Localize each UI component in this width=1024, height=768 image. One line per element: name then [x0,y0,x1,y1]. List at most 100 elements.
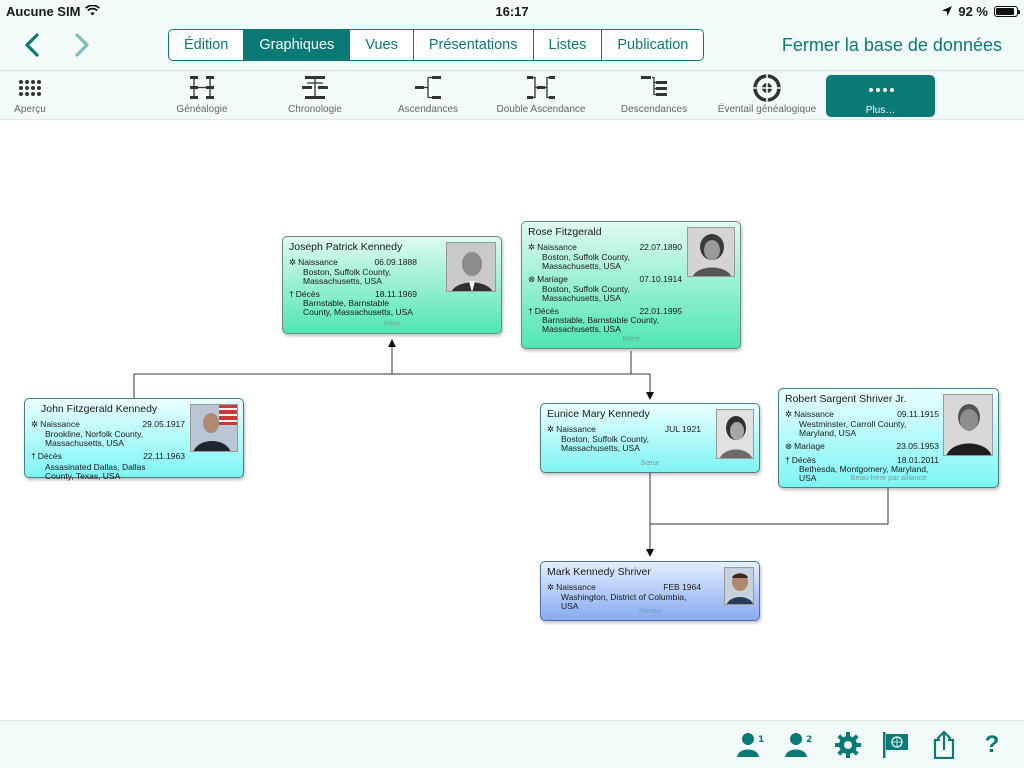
tool-descendances-label: Descendances [620,104,688,115]
battery-icon [994,6,1020,17]
person-photo [716,409,754,459]
person-photo [446,242,496,292]
tool-eventail[interactable]: Éventail généalogique [713,74,821,118]
marriage-icon: ⊗ [528,274,536,284]
tool-more-label: Plus… [865,105,896,116]
relationship-role: Beau-frère par alliance [850,473,927,482]
person-name: John Fitzgerald Kennedy [41,403,158,415]
relationship-role: Mère [622,334,640,343]
birth-date: 29.05.1917 [142,419,185,429]
person-name: Rose Fitzgerald [528,226,602,238]
arrow-to-mark [646,549,654,557]
tab-presentations[interactable]: Présentations [413,30,534,60]
person-name: Joseph Patrick Kennedy [289,241,403,253]
death-place: Assasinated Dallas, Dallas County, Texas… [45,462,146,481]
death-date: 18.11.1969 [375,289,417,299]
tab-edition[interactable]: Édition [169,30,245,60]
person-2-icon[interactable]: 2 [784,731,814,759]
line-parents-to-eunice [392,373,651,392]
tool-chronologie[interactable]: Chronologie [284,74,346,118]
carrier-label: Aucune SIM [6,4,81,19]
relationship-role: Père [384,319,400,328]
tool-ascendances-label: Ascendances [397,104,459,115]
line-john-to-father [133,346,393,398]
person-photo [190,404,238,452]
help-icon[interactable]: ? [984,731,1000,758]
line-eunice-robert-couple [649,473,889,525]
marriage-place: Boston, Suffolk County, Massachusetts, U… [542,284,631,303]
person-photo [943,394,993,456]
birth-place: Boston, Suffolk County, Massachusetts, U… [561,434,650,453]
tool-overview-label: Aperçu [14,104,46,115]
death-icon: † [31,451,36,461]
death-icon: † [289,289,294,299]
birth-icon: ✲ [289,257,297,267]
chart-type-toolbar: Aperçu Généalogie Chronologie Ascendance… [0,70,1024,120]
tab-listes[interactable]: Listes [533,30,603,60]
person-name: Mark Kennedy Shriver [547,566,651,578]
tool-eventail-label: Éventail généalogique [717,104,817,115]
death-place: Barnstable, Barnstable County, Massachus… [542,315,660,334]
birth-date: 22.07.1890 [639,242,682,252]
birth-place: Washington, District of Columbia, USA [561,592,687,611]
arrow-to-father [388,339,396,347]
genealogy-chart-icon [187,74,217,102]
person-1-icon[interactable]: 1 [736,731,766,759]
tool-more-button[interactable]: Plus… [826,75,935,117]
double-ancestors-chart-icon [526,74,556,102]
person-name: Robert Sargent Shriver Jr. [785,393,907,405]
arrow-to-eunice [646,392,654,400]
tool-genealogie-label: Généalogie [176,104,228,115]
birth-icon: ✲ [528,242,536,252]
forward-chevron-icon[interactable] [66,30,96,60]
death-icon: † [528,306,533,316]
more-dots-icon [866,75,896,103]
tab-graphiques[interactable]: Graphiques [244,30,351,60]
death-icon: † [785,455,790,465]
status-time: 16:17 [495,4,529,19]
person-photo [724,567,754,605]
close-database-button[interactable]: Fermer la base de données [781,35,1002,55]
relationship-role: Sœur [640,458,660,467]
status-bar: Aucune SIM 16:17 92 % [0,0,1024,22]
birth-icon: ✲ [547,582,555,592]
tool-double-ascendance[interactable]: Double Ascendance [492,74,590,118]
death-date: 18.01.2011 [897,455,939,465]
marriage-date: 23.05.1953 [896,441,939,451]
relationship-role: Neveu [639,606,661,615]
birth-icon: ✲ [785,409,793,419]
birth-date: JUL 1921 [664,424,701,434]
tab-publication[interactable]: Publication [602,30,704,60]
tool-chronologie-label: Chronologie [288,104,342,115]
birth-place: Boston, Suffolk County, Massachusetts, U… [542,252,631,271]
birth-place: Brookline, Norfolk County, Massachusetts… [45,429,144,448]
tool-ascendances[interactable]: Ascendances [396,74,460,118]
person-photo [687,227,735,277]
tool-descendances[interactable]: Descendances [618,74,690,118]
tab-vues[interactable]: Vues [350,30,414,60]
svg-text:2: 2 [806,735,812,745]
timeline-chart-icon [300,74,330,102]
settings-gear-icon[interactable] [833,731,863,759]
death-date: 22.01.1995 [639,306,682,316]
un-flag-icon[interactable] [881,731,911,759]
ancestors-chart-icon [413,74,443,102]
grid-icon [15,74,45,102]
fan-chart-icon [752,74,782,102]
tool-genealogie[interactable]: Généalogie [172,74,232,118]
descendants-chart-icon [639,74,669,102]
back-chevron-icon[interactable] [18,30,48,60]
birth-place: Westminster, Carroll County, Maryland, U… [799,419,907,438]
marriage-date: 07.10.1914 [639,274,682,284]
svg-text:1: 1 [758,735,764,745]
tool-overview[interactable]: Aperçu [10,74,50,118]
share-icon[interactable] [929,731,959,759]
top-navigation: Édition Graphiques Vues Présentations Li… [0,22,1024,70]
